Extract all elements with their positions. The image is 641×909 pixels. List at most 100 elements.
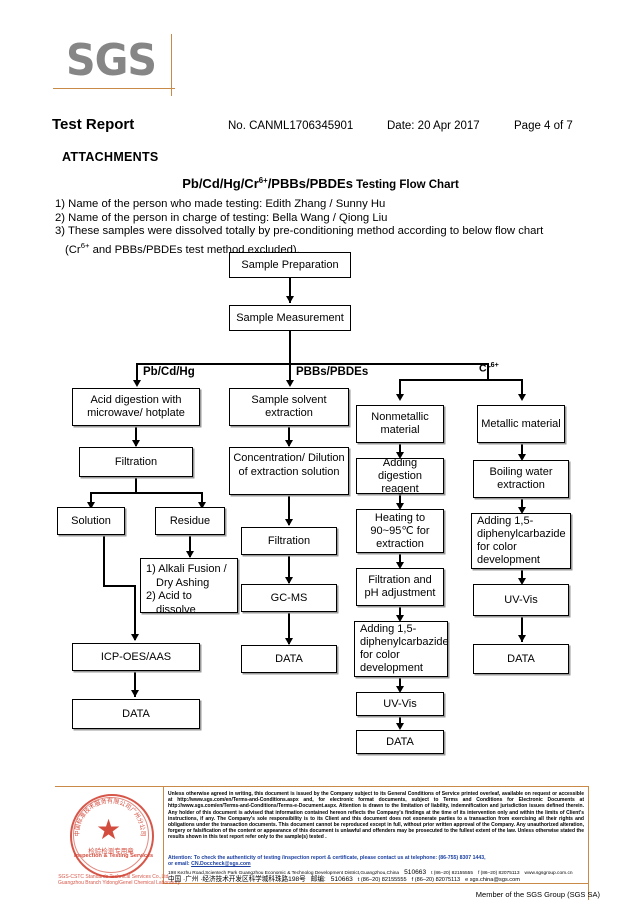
arrow-merge-to-icp bbox=[130, 634, 139, 641]
node-gc-ms: GC-MS bbox=[241, 584, 337, 612]
report-number: No. CANML1706345901 bbox=[228, 120, 354, 132]
node-metallic-material: Metallic material bbox=[477, 405, 565, 443]
arrow-conc-to-filtration bbox=[284, 519, 293, 526]
node-uv-vis-nonmetal: UV-Vis bbox=[356, 692, 444, 716]
seal-english-label: Inspection & Testing Services bbox=[74, 853, 154, 859]
node-alkali-fusion-line1: 1) Alkali Fusion / bbox=[146, 563, 227, 575]
logo-horizontal-rule bbox=[53, 88, 175, 89]
seal-arc-text: 中国标准技术服务有限公司广州分公司 bbox=[73, 797, 146, 837]
node-adding-digestion-reagent: Adding digestion reagent bbox=[356, 457, 444, 495]
address-chinese-zip-label: 邮编: bbox=[310, 876, 326, 883]
branch-label-cr6-superscript: 6+ bbox=[490, 361, 499, 369]
connector-prep-to-measure bbox=[289, 278, 291, 303]
node-filtration-left: Filtration bbox=[79, 447, 193, 477]
arrow-gcms-to-data bbox=[284, 638, 293, 645]
node-sample-solvent-extraction: Sample solvent extraction bbox=[229, 388, 349, 426]
connector-heating-to-filtration-ph bbox=[399, 553, 401, 567]
address-english-tel: t (86–20) 82155555 bbox=[431, 871, 473, 876]
connector-solution-down bbox=[103, 535, 105, 587]
branch-label-pbbs-pbdes: PBBs/PBDEs bbox=[296, 366, 369, 378]
seal-company-line2: Guangzhou Branch Yidong/Genel Chemical L… bbox=[58, 880, 181, 886]
connector-gcms-to-data bbox=[288, 612, 290, 644]
sgs-logo: SGS bbox=[53, 34, 186, 96]
logo-vertical-rule bbox=[171, 34, 172, 96]
connector-filtration-to-gcms bbox=[288, 555, 290, 583]
arrow-boiling-to-dpc bbox=[517, 507, 526, 514]
arrow-cr6-nonmetal bbox=[395, 394, 404, 401]
connector-branch-cr6 bbox=[487, 363, 489, 380]
address-english: 198 Kezhu Road,Scientech Park Guangzhou … bbox=[168, 869, 588, 877]
arrow-branch-pbcdhg bbox=[132, 380, 141, 387]
connector-aciddig-to-filtration bbox=[135, 426, 137, 446]
connector-icp-to-data bbox=[134, 671, 136, 697]
node-uv-vis-metal: UV-Vis bbox=[473, 584, 569, 616]
node-adding-dpc-nonmetal: Adding 1,5-diphenylcarbazide for color d… bbox=[354, 621, 449, 677]
node-data-mid: DATA bbox=[241, 645, 337, 673]
node-acid-digestion: Acid digestion with microwave/ hotplate bbox=[72, 388, 200, 426]
arrow-dpc-to-uvvis-metal bbox=[517, 578, 526, 585]
address-english-text: 198 Kezhu Road,Scientech Park Guangzhou … bbox=[168, 871, 400, 876]
node-data-left: DATA bbox=[72, 699, 200, 729]
attention-notice: Attention: To check the authenticity of … bbox=[168, 855, 588, 868]
connector-branch-pbbs bbox=[289, 363, 291, 385]
flow-chart-title-superscript: 6+ bbox=[258, 176, 268, 186]
attachments-heading: ATTACHMENTS bbox=[62, 150, 159, 164]
arrow-nonmetal-to-reagent bbox=[395, 452, 404, 459]
split-bar-main bbox=[136, 363, 489, 365]
note-1: 1) Name of the person who made testing: … bbox=[55, 198, 386, 210]
footer-bottom-rule bbox=[163, 883, 588, 884]
attention-line-1: Attention: To check the authenticity of … bbox=[168, 855, 486, 861]
connector-conc-to-filtration bbox=[288, 495, 290, 525]
footer-top-rule bbox=[55, 786, 588, 787]
node-concentration-dilution-text: Concentration/ Dilution of extraction so… bbox=[233, 452, 345, 478]
note-3-cr-superscript: 6+ bbox=[80, 240, 90, 250]
address-chinese-email: e sgs.china@sgs.com bbox=[465, 877, 520, 883]
connector-metal-to-boiling bbox=[521, 443, 523, 459]
branch-label-pb-cd-hg: Pb/Cd/Hg bbox=[143, 366, 195, 378]
connector-solvent-to-conc bbox=[288, 426, 290, 446]
company-seal: 中国标准技术服务有限公司广州分公司 ★ 检验检测专用章 Inspection &… bbox=[58, 790, 180, 886]
note-2: 2) Name of the person in charge of testi… bbox=[55, 211, 388, 224]
connector-to-residue bbox=[201, 492, 203, 506]
attention-line-2-prefix: or email: bbox=[168, 861, 192, 868]
report-date: Date: 20 Apr 2017 bbox=[387, 120, 480, 132]
connector-residue-to-alkali bbox=[189, 535, 191, 557]
arrow-aciddig-to-filtration bbox=[131, 440, 140, 447]
node-concentration-dilution: Concentration/ Dilution of extraction so… bbox=[229, 447, 349, 495]
address-chinese-zip: 510663 bbox=[330, 876, 353, 883]
node-filtration-ph: Filtration and pH adjustment bbox=[356, 568, 444, 606]
doccheck-email-link[interactable]: CN.Doccheck@sgs.com bbox=[191, 861, 251, 868]
arrow-prep-to-measure bbox=[285, 296, 294, 303]
arrow-uvvis-to-data-nonmetal bbox=[395, 723, 404, 730]
node-data-metal: DATA bbox=[473, 644, 569, 674]
connector-uvvis-to-data-metal bbox=[521, 616, 523, 642]
connector-dpc-to-uvvis-metal bbox=[521, 569, 523, 583]
note-3-cr-pre: (Cr bbox=[65, 243, 81, 256]
node-alkali-fusion: 1) Alkali Fusion / Dry Ashing 2) Acid to… bbox=[140, 558, 238, 616]
member-of-sgs-group: Member of the SGS Group (SGS SA) bbox=[475, 890, 600, 899]
merge-bar-solution-alkali bbox=[103, 585, 136, 587]
node-sample-measurement: Sample Measurement bbox=[229, 305, 351, 331]
address-english-web: www.sgsgroup.com.cn bbox=[524, 871, 573, 876]
arrow-solvent-to-conc bbox=[284, 440, 293, 447]
address-english-fax: f (86–20) 82075113 bbox=[478, 871, 520, 876]
node-alkali-fusion-line4: dissolve bbox=[156, 603, 196, 616]
node-heating: Heating to 90~95℃ for extraction bbox=[356, 509, 444, 553]
node-icp-oes-aas: ICP-OES/AAS bbox=[72, 643, 200, 671]
arrow-to-solution bbox=[86, 502, 95, 509]
address-chinese-fax: f (86–20) 82075113 bbox=[411, 877, 461, 883]
seal-company-line1: SGS-CSTC Standards Technical Services Co… bbox=[58, 874, 170, 880]
arrow-metal-to-boiling bbox=[517, 454, 526, 461]
node-nonmetallic-material: Nonmetallic material bbox=[356, 405, 444, 443]
arrow-heating-to-filtration-ph bbox=[395, 562, 404, 569]
flow-chart-title-suffix: Testing Flow Chart bbox=[352, 179, 459, 191]
connector-filtrationph-to-dpc bbox=[399, 606, 401, 620]
connector-filtration-trunk bbox=[135, 477, 137, 494]
legal-disclaimer: Unless otherwise agreed in writing, this… bbox=[168, 791, 584, 841]
seal-star-icon: ★ bbox=[96, 814, 122, 845]
footer-right-rule bbox=[588, 786, 589, 900]
split-bar-cr6 bbox=[399, 379, 523, 381]
connector-boiling-to-dpc bbox=[521, 498, 523, 512]
node-residue: Residue bbox=[155, 507, 225, 535]
